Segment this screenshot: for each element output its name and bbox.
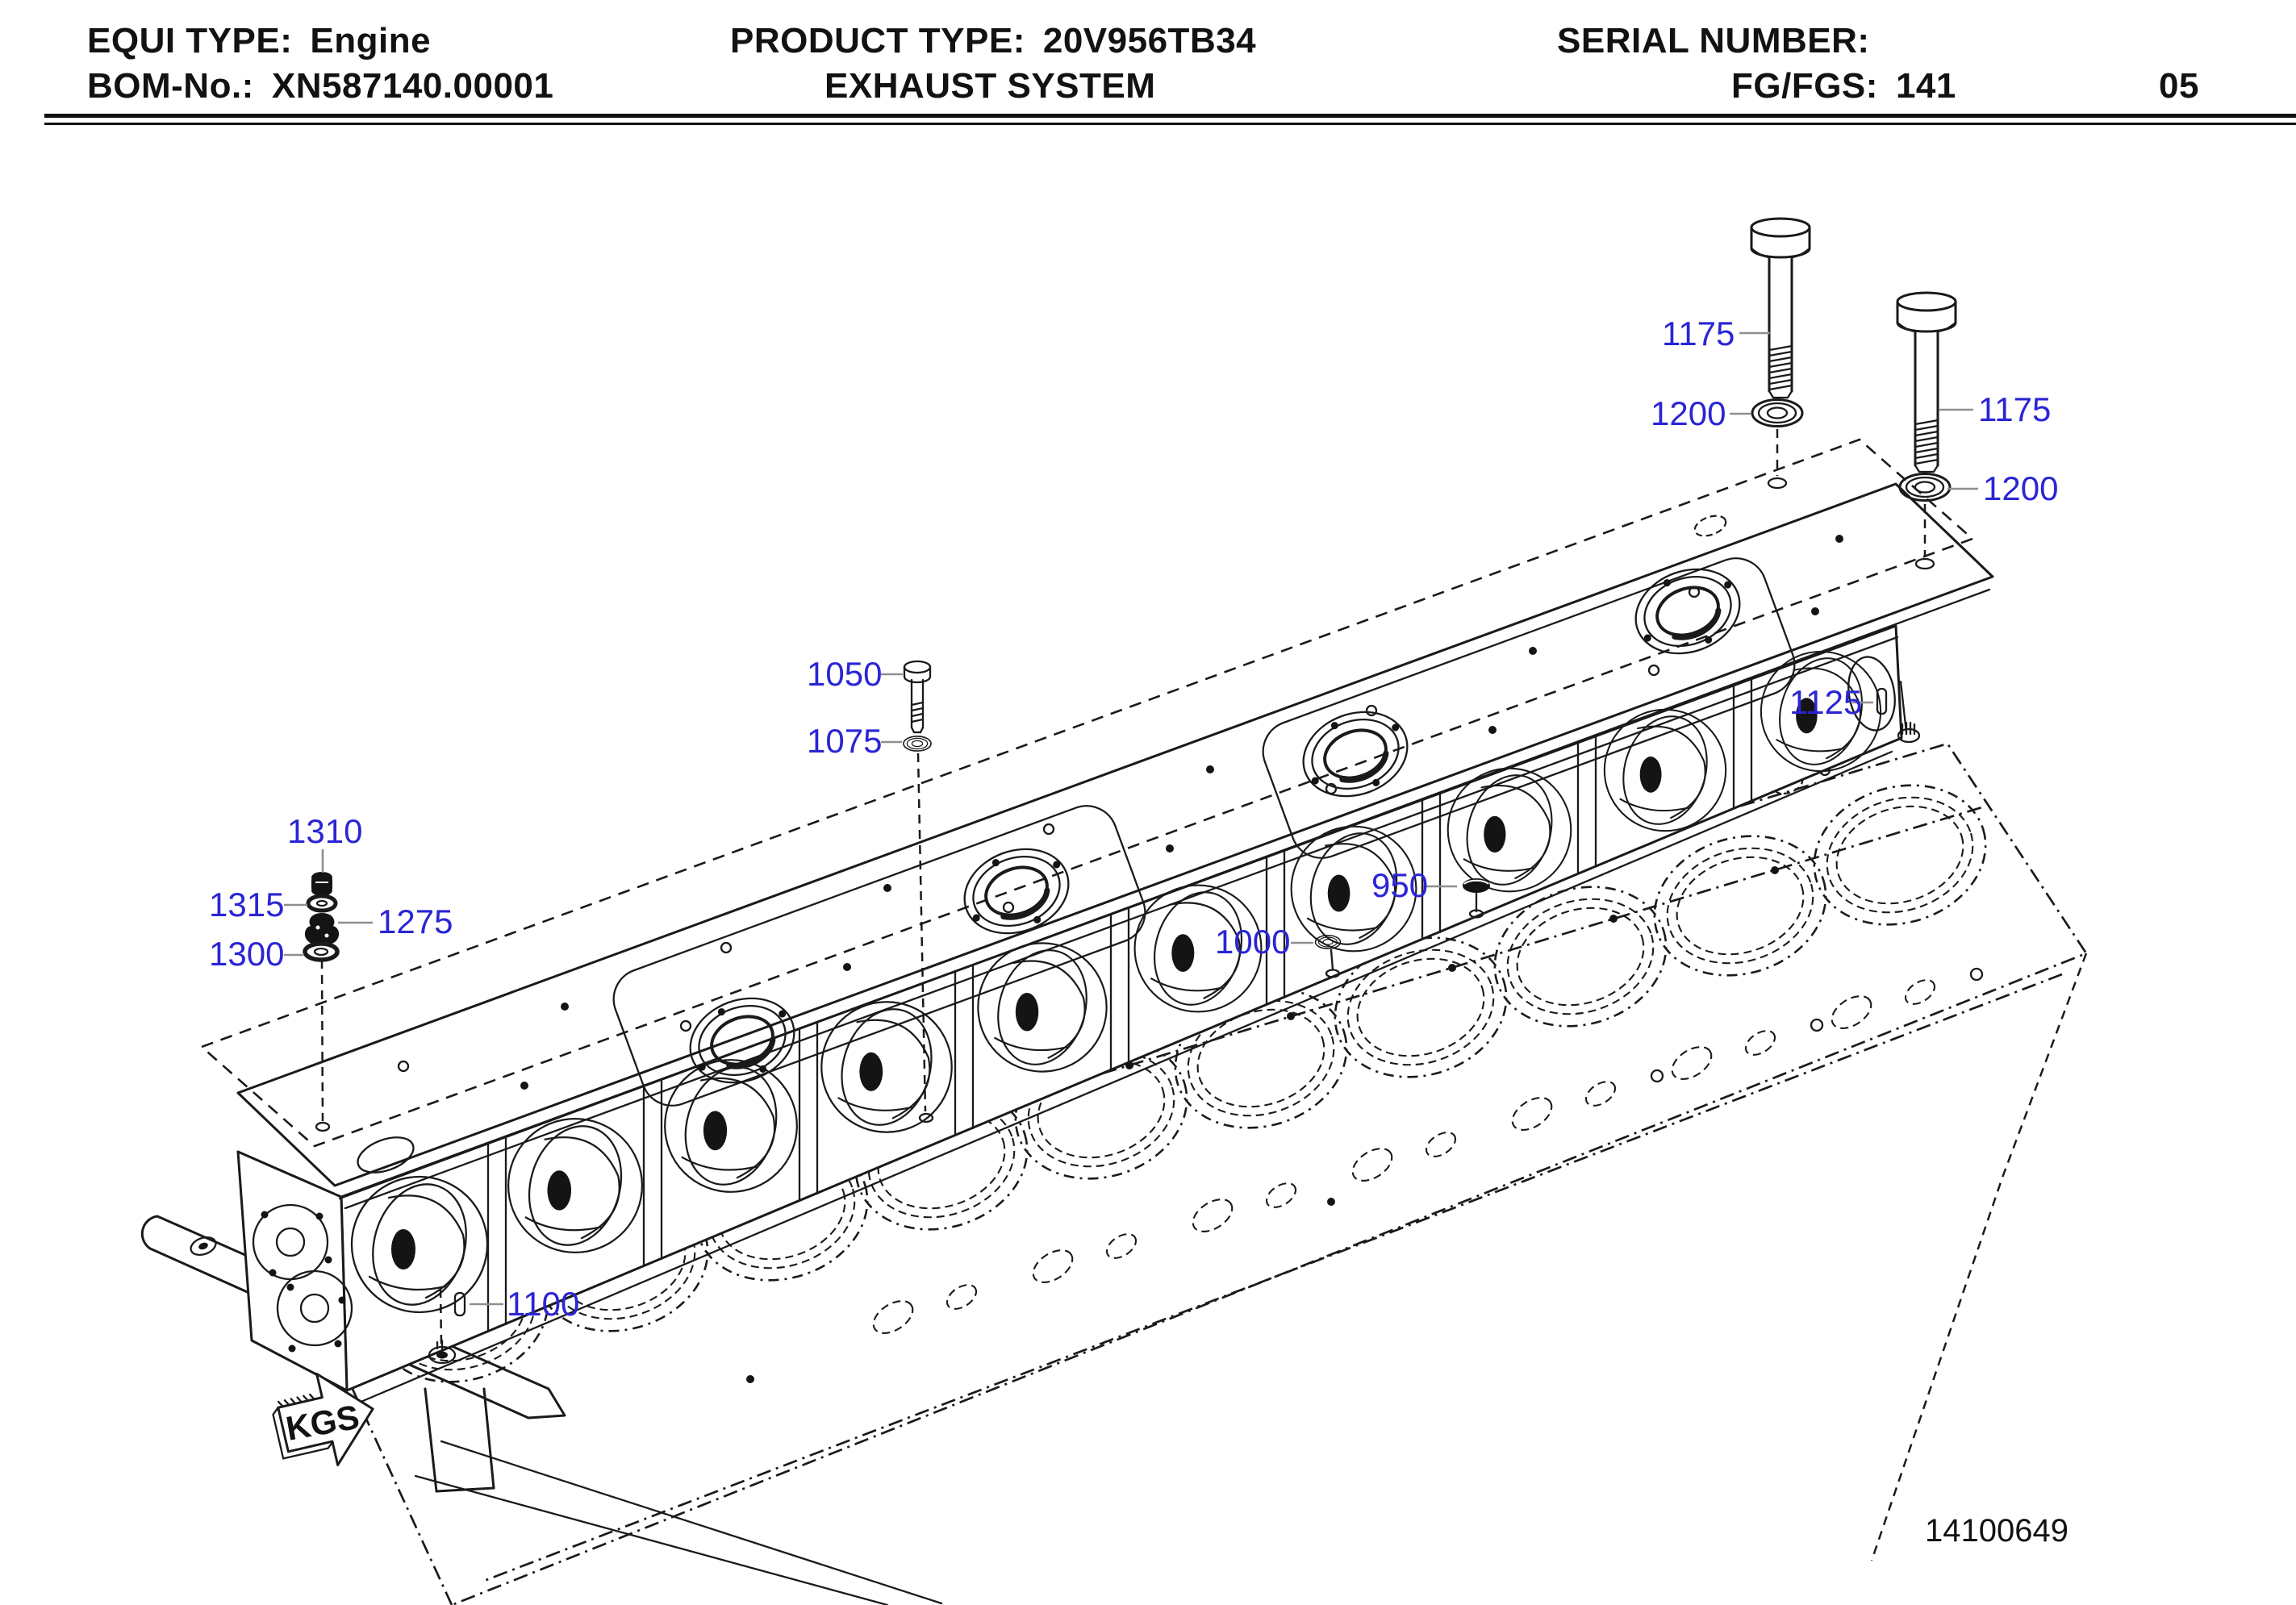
system-title: EXHAUST SYSTEM bbox=[824, 66, 1156, 106]
gasket-outline bbox=[612, 805, 1146, 1107]
callout-1100: 1100 bbox=[507, 1285, 579, 1323]
washer-1300 bbox=[303, 941, 340, 962]
callout-1050: 1050 bbox=[807, 655, 882, 693]
hardware bbox=[303, 217, 1957, 1365]
manifold-top-plate bbox=[236, 482, 1994, 1200]
callout-1000: 1000 bbox=[1215, 923, 1290, 961]
callout-1075: 1075 bbox=[807, 722, 882, 760]
serial-number-row: SERIAL NUMBER: bbox=[1557, 21, 1888, 61]
callout-1315: 1315 bbox=[209, 886, 284, 923]
exhaust-manifold-body bbox=[236, 624, 1903, 1407]
fg-fgs-value: 141 bbox=[1895, 66, 1956, 106]
kgs-direction-arrow: KGS bbox=[272, 1372, 374, 1466]
fg-fgs-label: FG/FGS: bbox=[1731, 66, 1878, 106]
bom-label: BOM-No.: bbox=[87, 66, 254, 106]
drawing-number: 14100649 bbox=[1925, 1513, 2068, 1549]
hex-bolt-1175-left bbox=[1750, 217, 1811, 399]
cylinder-bore bbox=[1795, 763, 2005, 947]
sheet-number: 05 bbox=[2159, 66, 2199, 106]
pin-1125 bbox=[1876, 687, 1888, 715]
callout-950: 950 bbox=[1371, 866, 1428, 904]
callout-1125: 1125 bbox=[1789, 683, 1862, 721]
fg-fgs-row: FG/FGS: 141 bbox=[1731, 66, 1956, 106]
bom-value: XN587140.00001 bbox=[271, 66, 554, 106]
equi-type-row: EQUI TYPE: Engine bbox=[87, 21, 431, 61]
gasket-plane-outline bbox=[199, 438, 1975, 1148]
washer-1075 bbox=[903, 736, 932, 752]
callout-1275: 1275 bbox=[378, 903, 453, 940]
plug-1310 bbox=[311, 872, 332, 896]
leader-lines bbox=[284, 331, 1978, 1306]
equi-type-label: EQUI TYPE: bbox=[87, 21, 293, 60]
fitting-1275 bbox=[304, 913, 340, 945]
callout-1200-right: 1200 bbox=[1983, 469, 2058, 507]
washer-1200-right bbox=[1898, 473, 1952, 502]
pin-1100 bbox=[453, 1291, 466, 1317]
callout-1175-right: 1175 bbox=[1978, 390, 2051, 428]
boss-1125 bbox=[1897, 721, 1921, 744]
projection-lines bbox=[315, 429, 1935, 1344]
serial-number-label: SERIAL NUMBER: bbox=[1557, 21, 1870, 60]
callout-labels: 1175 1200 1175 1200 1050 1075 1125 1310 … bbox=[209, 315, 2058, 1323]
equi-type-value: Engine bbox=[310, 21, 432, 60]
callout-1200-left: 1200 bbox=[1651, 394, 1726, 432]
gasket-outline bbox=[1262, 557, 1796, 859]
product-type-value: 20V956TB34 bbox=[1042, 21, 1257, 60]
product-type-label: PRODUCT TYPE: bbox=[730, 21, 1025, 60]
washer-1315 bbox=[306, 894, 338, 913]
callout-1175-left: 1175 bbox=[1662, 315, 1735, 352]
washer-1200-left bbox=[1751, 398, 1804, 427]
bom-row: BOM-No.: XN587140.00001 bbox=[87, 66, 553, 106]
header-rule-bottom bbox=[44, 123, 2296, 125]
plug-950 bbox=[1463, 878, 1490, 893]
header-rule-top bbox=[44, 114, 2296, 118]
callout-1310: 1310 bbox=[287, 812, 362, 850]
stud-1100 bbox=[428, 1339, 457, 1365]
callout-1300: 1300 bbox=[209, 935, 284, 973]
product-type-row: PRODUCT TYPE: 20V956TB34 bbox=[730, 21, 1256, 61]
hex-bolt-1175-right bbox=[1896, 291, 1957, 473]
bolt-1050 bbox=[903, 660, 932, 734]
